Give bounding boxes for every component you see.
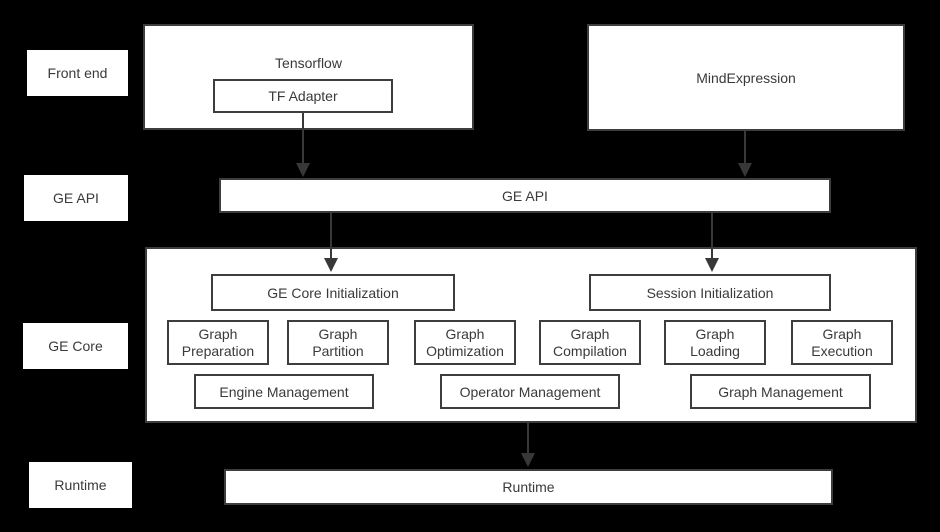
side-label-front-end-text: Front end bbox=[47, 65, 108, 81]
arrow-head-icon bbox=[296, 163, 310, 177]
stage-box-graph-execution: Graph Execution bbox=[791, 320, 893, 365]
arrow-mindexpression-to-ge-api bbox=[738, 131, 752, 177]
mindexpression-label: MindExpression bbox=[696, 69, 796, 86]
arrow-line bbox=[711, 213, 713, 258]
stage-line2: Execution bbox=[811, 342, 873, 359]
stage-line1: Graph bbox=[198, 325, 238, 342]
side-label-ge-api-text: GE API bbox=[53, 190, 99, 206]
side-label-runtime-text: Runtime bbox=[54, 477, 107, 493]
stage-box-graph-optimization: Graph Optimization bbox=[414, 320, 516, 365]
ge-core-initialization-label: GE Core Initialization bbox=[267, 284, 399, 301]
graph-management-box: Graph Management bbox=[690, 374, 871, 409]
arrow-line bbox=[744, 131, 746, 163]
side-label-runtime: Runtime bbox=[29, 462, 132, 508]
stage-line2: Loading bbox=[690, 342, 740, 359]
side-label-ge-core: GE Core bbox=[23, 323, 128, 369]
stage-line2: Optimization bbox=[426, 342, 504, 359]
session-initialization-box: Session Initialization bbox=[589, 274, 831, 311]
stage-line2: Compilation bbox=[553, 342, 627, 359]
side-label-ge-api: GE API bbox=[24, 175, 128, 221]
stage-box-graph-preparation: Graph Preparation bbox=[167, 320, 269, 365]
arrow-ge-api-to-session-initialization bbox=[705, 213, 719, 272]
tf-adapter-label: TF Adapter bbox=[268, 88, 338, 104]
graph-management-label: Graph Management bbox=[718, 383, 843, 400]
stage-line1: Graph bbox=[822, 325, 862, 342]
stage-line2: Partition bbox=[312, 342, 364, 359]
arrow-line bbox=[527, 423, 529, 453]
side-label-front-end: Front end bbox=[27, 50, 128, 96]
stage-box-graph-loading: Graph Loading bbox=[664, 320, 766, 365]
stage-line1: Graph bbox=[445, 325, 485, 342]
engine-management-box: Engine Management bbox=[194, 374, 374, 409]
stage-box-graph-compilation: Graph Compilation bbox=[539, 320, 641, 365]
tensorflow-title: Tensorflow bbox=[275, 55, 342, 71]
arrow-head-icon bbox=[324, 258, 338, 272]
operator-management-box: Operator Management bbox=[440, 374, 620, 409]
ge-core-initialization-box: GE Core Initialization bbox=[211, 274, 455, 311]
arrow-line bbox=[330, 213, 332, 258]
arrow-ge-api-to-ge-core-initialization bbox=[324, 213, 338, 272]
tf-adapter-box: TF Adapter bbox=[213, 79, 393, 113]
mindexpression-box: MindExpression bbox=[587, 24, 905, 131]
arrow-tf-adapter-to-ge-api bbox=[296, 113, 310, 177]
stage-line2: Preparation bbox=[181, 342, 255, 359]
runtime-bar-label: Runtime bbox=[502, 479, 555, 495]
stage-line1: Graph bbox=[570, 325, 610, 342]
side-label-ge-core-text: GE Core bbox=[48, 338, 103, 354]
arrow-ge-core-to-runtime bbox=[521, 423, 535, 467]
session-initialization-label: Session Initialization bbox=[646, 284, 774, 301]
arrow-head-icon bbox=[738, 163, 752, 177]
runtime-bar: Runtime bbox=[224, 469, 833, 505]
stage-box-graph-partition: Graph Partition bbox=[287, 320, 389, 365]
operator-management-label: Operator Management bbox=[459, 383, 601, 400]
ge-api-bar: GE API bbox=[219, 178, 831, 213]
ge-api-bar-label: GE API bbox=[502, 187, 548, 204]
engine-management-label: Engine Management bbox=[219, 383, 349, 400]
arrow-line bbox=[302, 113, 304, 163]
arrow-head-icon bbox=[705, 258, 719, 272]
stage-line1: Graph bbox=[695, 325, 735, 342]
arrow-head-icon bbox=[521, 453, 535, 467]
stage-line1: Graph bbox=[318, 325, 358, 342]
